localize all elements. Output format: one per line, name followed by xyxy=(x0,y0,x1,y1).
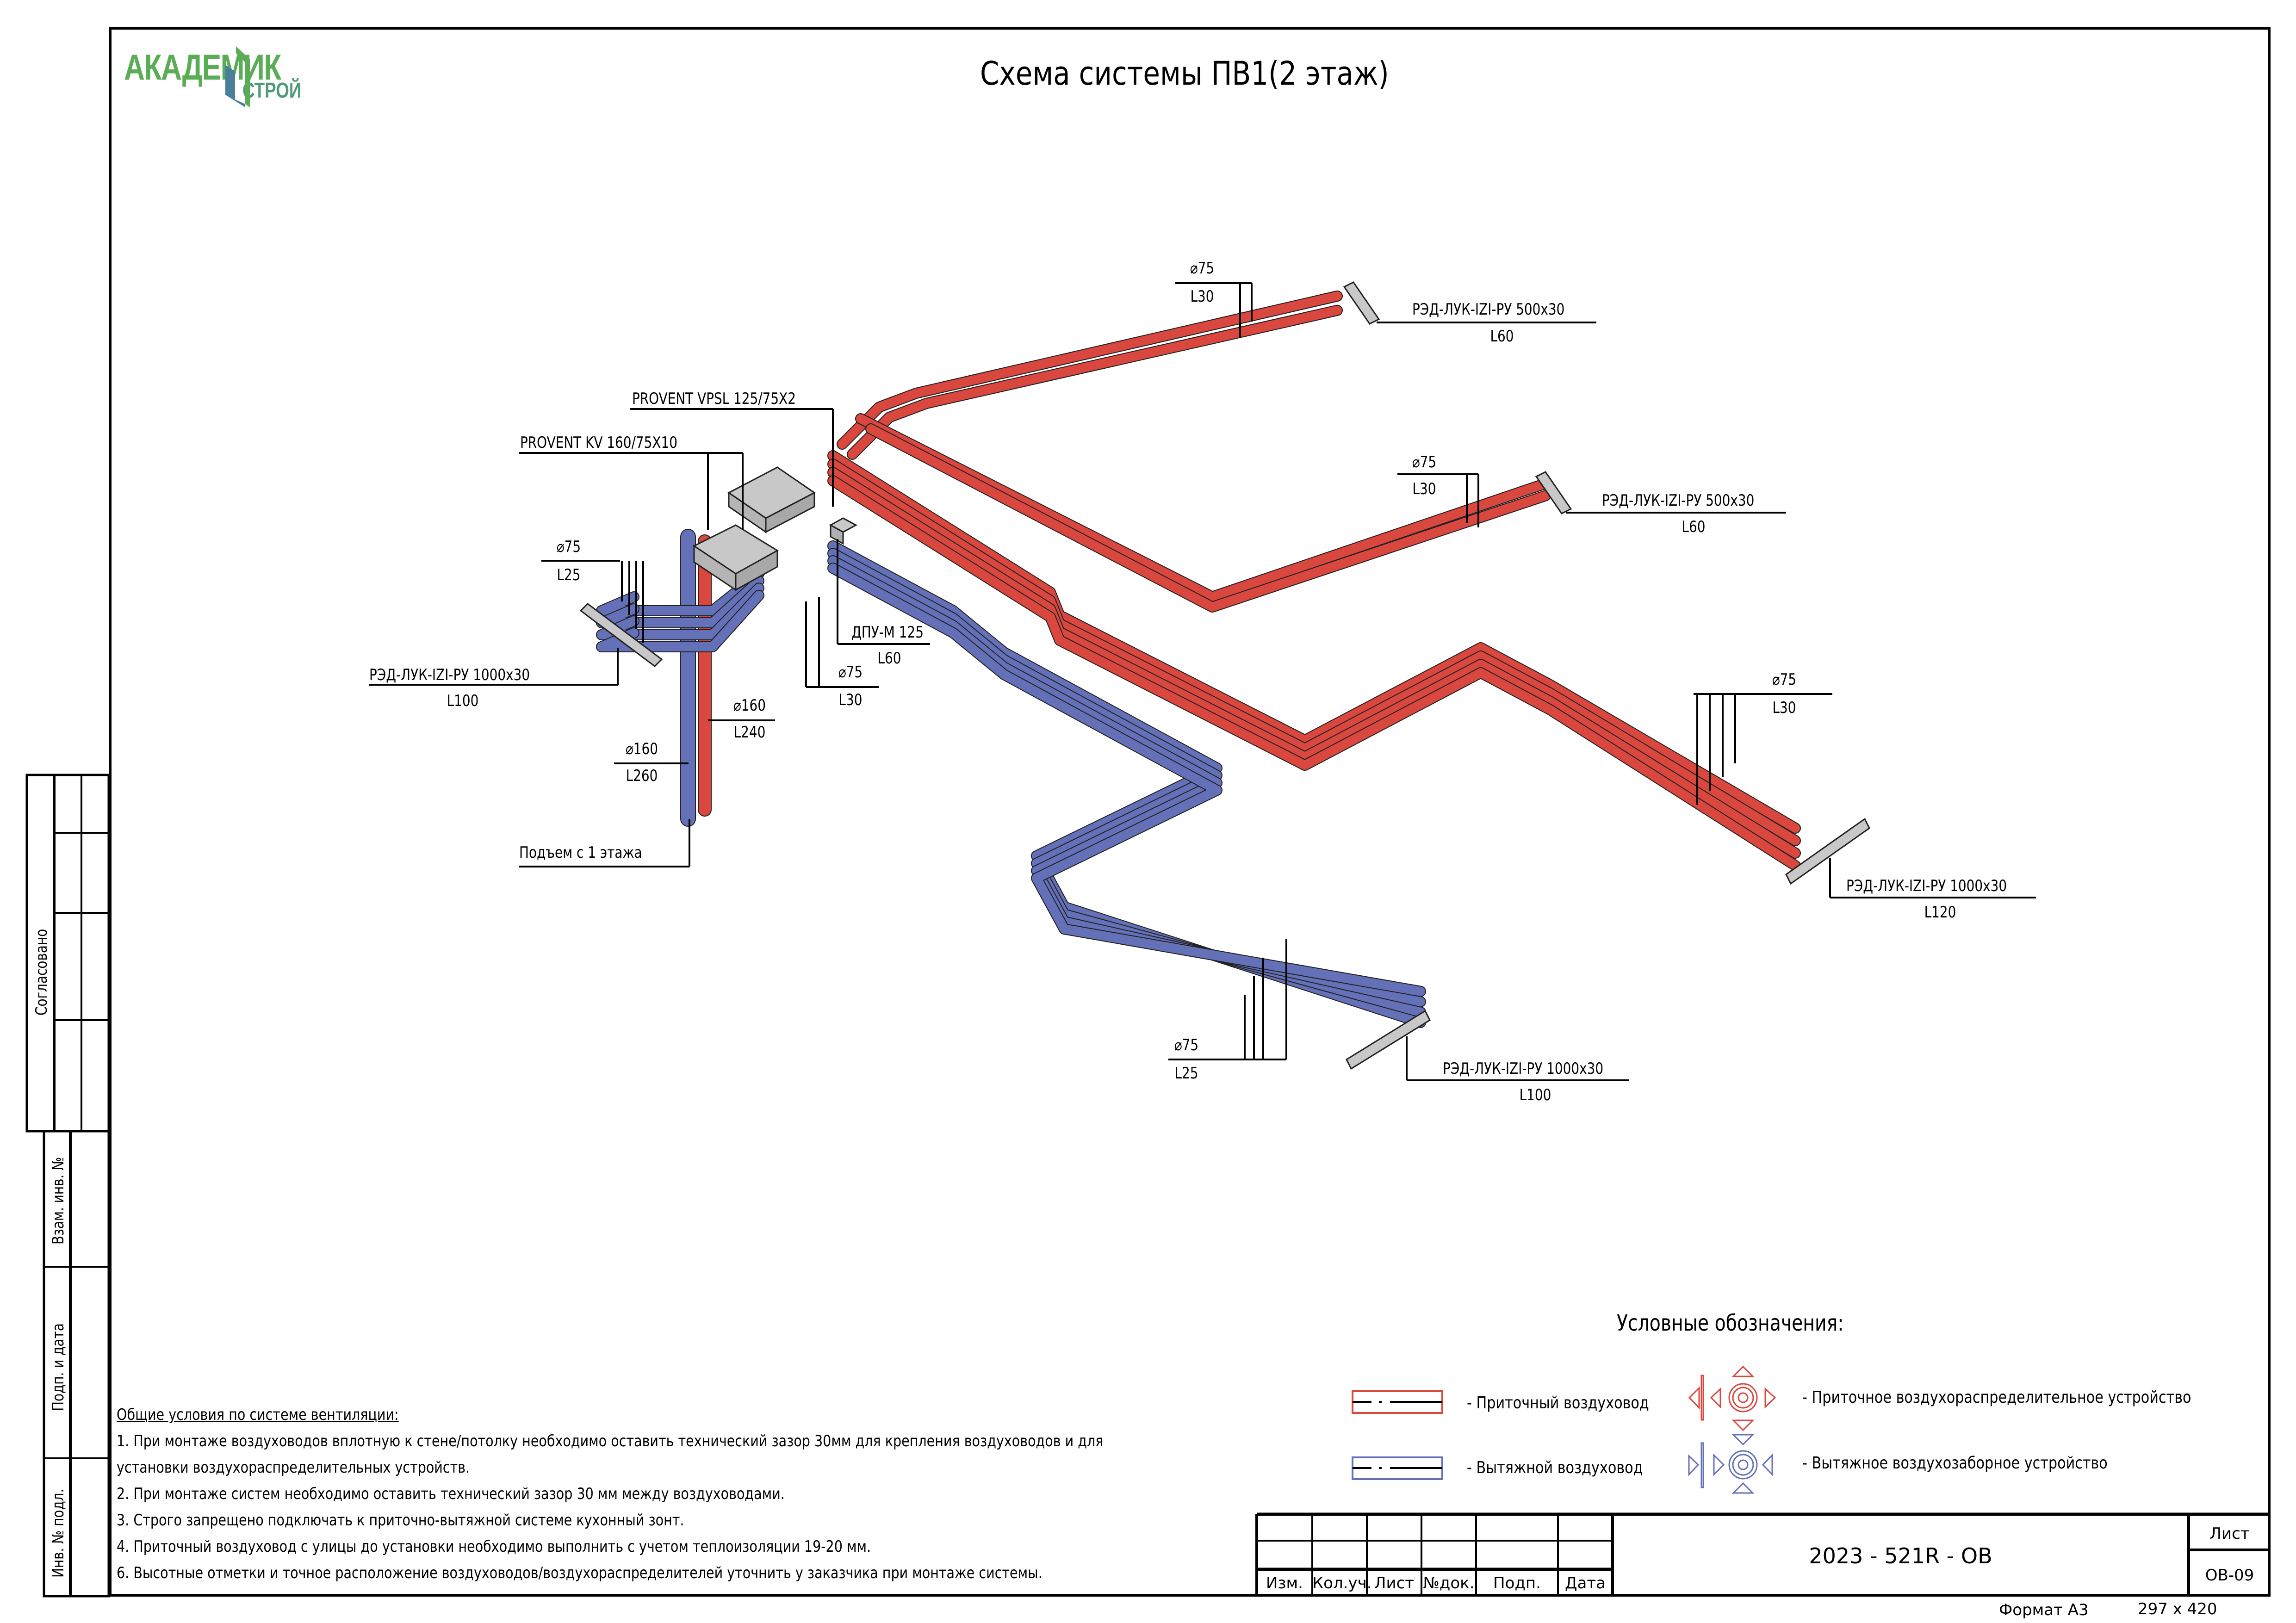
stamp-sign-date: Подп. и дата xyxy=(49,1323,68,1411)
notes-heading: Общие условия по системе вентиляции: xyxy=(117,1406,399,1424)
terminal-1-name: РЭД-ЛУК-IZI-РУ 500х30 xyxy=(1412,300,1565,319)
terminal-1-grille xyxy=(1343,281,1380,325)
tb-col-izm: Изм. xyxy=(1266,1574,1303,1592)
terminal-5-length: L100 xyxy=(1519,1086,1551,1104)
terminal-5-name: РЭД-ЛУК-IZI-РУ 1000х30 xyxy=(1443,1059,1604,1078)
riser-note: Подъем с 1 этажа xyxy=(519,843,642,862)
stamp-approved: Согласовано xyxy=(32,929,51,1016)
terminal-4-duct-dia: ⌀75 xyxy=(556,538,581,556)
exhaust-duct xyxy=(597,590,763,651)
sheet-number: ОВ-09 xyxy=(2205,1566,2254,1585)
legend-supply-duct: - Приточный воздуховод xyxy=(1467,1394,1649,1412)
supply-duct-outline xyxy=(827,475,1801,871)
supply-duct xyxy=(828,468,1800,858)
terminal-5-grille xyxy=(1346,1010,1431,1070)
terminal-3-length: L120 xyxy=(1924,903,1956,922)
terminal-2-name: РЭД-ЛУК-IZI-РУ 500х30 xyxy=(1602,491,1755,510)
supply-duct xyxy=(856,414,1550,601)
supply-duct xyxy=(848,305,1342,459)
terminal-1-duct-len: L30 xyxy=(1190,287,1214,306)
terminal-3-duct-dia: ⌀75 xyxy=(1772,670,1797,689)
dpu-box-side xyxy=(830,524,844,545)
terminal-4-length: L100 xyxy=(447,692,479,710)
exhaust-duct xyxy=(597,576,763,627)
supply-duct xyxy=(828,451,1800,833)
dpu-duct-dia: ⌀75 xyxy=(838,663,863,681)
page-title: Схема системы ПВ1(2 этаж) xyxy=(980,55,1389,93)
terminal-5-duct-dia: ⌀75 xyxy=(1174,1036,1199,1054)
note-line: 2. При монтаже систем необходимо оставит… xyxy=(117,1485,785,1503)
sheet-label: Лист xyxy=(2209,1524,2250,1543)
exhaust-ducts xyxy=(596,529,1426,1028)
terminal-2-duct-len: L30 xyxy=(1412,480,1436,498)
exhaust-riser-dia: ⌀160 xyxy=(625,740,658,758)
paper-format: Формат А3 xyxy=(1999,1601,2089,1619)
tb-col-list: Лист xyxy=(1374,1574,1415,1592)
terminal-4-duct-len: L25 xyxy=(557,566,581,584)
note-line: 6. Высотные отметки и точное расположени… xyxy=(117,1564,1043,1582)
note-line: 1. При монтаже воздуховодов вплотную к с… xyxy=(117,1432,1104,1450)
leader-lines xyxy=(369,282,2036,1081)
terminal-1-duct-dia: ⌀75 xyxy=(1190,259,1215,278)
terminal-2-length: L60 xyxy=(1682,518,1706,536)
terminal-2-grille xyxy=(1535,471,1572,514)
logo-main-text: АКАДЕМИК xyxy=(124,47,281,87)
exhaust-riser-len: L260 xyxy=(626,767,658,785)
drawing-frame xyxy=(109,27,2271,1597)
supply-riser-dia: ⌀160 xyxy=(733,696,766,715)
vpsl-label: PROVENT VPSL 125/75X2 xyxy=(632,390,796,408)
stamp-inv-orig: Инв. № подл. xyxy=(49,1488,68,1578)
dpu-label: ДПУ-М 125 xyxy=(851,623,924,642)
tb-col-ndok: №док. xyxy=(1423,1574,1475,1592)
supply-duct xyxy=(828,476,1800,870)
note-line: 3. Строго запрещено подключать к приточн… xyxy=(117,1511,684,1530)
tb-col-kolvo: Кол.уч. xyxy=(1312,1574,1372,1592)
supply-duct xyxy=(866,424,1550,612)
supply-duct-outline xyxy=(847,304,1343,460)
terminal-1-length: L60 xyxy=(1490,327,1514,346)
vpsl-box-front xyxy=(765,491,815,533)
logo-sub-text: СТРОЙ xyxy=(242,78,302,102)
legend-exhaust-grille: - Вытяжное воздухозаборное устройство xyxy=(1802,1454,2108,1473)
supply-duct xyxy=(838,291,1342,449)
tb-col-podp: Подп. xyxy=(1493,1574,1541,1592)
dpu-duct-len: L30 xyxy=(838,691,863,709)
supply-duct-outline xyxy=(827,467,1801,859)
terminal-3-grille xyxy=(1785,818,1870,885)
note-line: установки воздухораспределительных устро… xyxy=(117,1458,470,1477)
tb-col-data: Дата xyxy=(1564,1574,1606,1592)
terminal-3-duct-len: L30 xyxy=(1772,699,1796,717)
supply-duct xyxy=(828,459,1800,845)
paper-size: 297 х 420 xyxy=(2138,1600,2217,1618)
general-notes: Общие условия по системе вентиляции: 1. … xyxy=(117,1402,1291,1586)
exhaust-duct xyxy=(828,564,1425,996)
legend-exhaust-duct: - Вытяжной воздуховод xyxy=(1467,1458,1643,1477)
dpu-length: L60 xyxy=(877,649,901,668)
doc-code: 2023 - 521R - ОВ xyxy=(1809,1543,1992,1568)
kv-label: PROVENT KV 160/75X10 xyxy=(520,434,677,452)
terminal-5-duct-len: L25 xyxy=(1174,1064,1198,1083)
kv-box-front xyxy=(735,549,778,591)
terminal-2-duct-dia: ⌀75 xyxy=(1412,453,1437,471)
supply-ducts xyxy=(698,291,1801,871)
terminal-4-grille xyxy=(579,603,663,667)
stamp-replace-inv: Взам. инв. № xyxy=(49,1157,68,1245)
terminal-4-name: РЭД-ЛУК-IZI-РУ 1000х30 xyxy=(369,666,530,684)
legend-title: Условные обозначения: xyxy=(1617,1310,1844,1336)
devices xyxy=(579,281,1870,1070)
terminal-3-name: РЭД-ЛУК-IZI-РУ 1000х30 xyxy=(1846,877,2007,895)
supply-riser-len: L240 xyxy=(733,723,766,742)
legend-supply-diffuser: - Приточное воздухораспределительное уст… xyxy=(1802,1388,2191,1407)
supply-duct-outline xyxy=(855,413,1551,602)
exhaust-duct xyxy=(597,569,763,615)
note-line: 4. Приточный воздуховод с улицы до устан… xyxy=(117,1537,871,1556)
